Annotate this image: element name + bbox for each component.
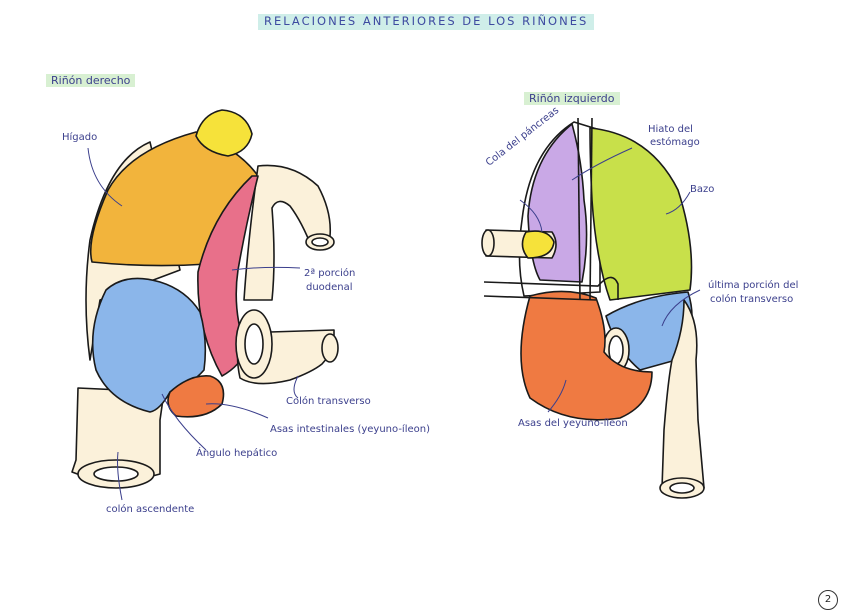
label-spleen: Bazo [690, 184, 714, 196]
page-number: 2 [818, 590, 838, 610]
label-jejunum-loops: Asas del yeyuno-íleon [518, 418, 628, 430]
label-intestinal-loops: Asas intestinales (yeyuno-íleon) [270, 424, 430, 436]
label-duodenum-1: 2ª porción [304, 268, 355, 280]
label-duodenum-2: duodenal [306, 282, 353, 294]
label-transverse-colon: Colón transverso [286, 396, 371, 408]
spleen-region [590, 128, 692, 300]
label-last-colon-2: colón transverso [710, 294, 793, 306]
label-hepatic-angle: Ángulo hepático [196, 448, 277, 460]
label-gastric-hiatus-1: Hiato del [648, 124, 693, 136]
label-ascending-colon: colón ascendente [106, 504, 194, 516]
label-liver: Hígado [62, 132, 97, 144]
label-last-colon-1: última porción del [708, 280, 798, 292]
label-gastric-hiatus-2: estómago [650, 137, 700, 149]
